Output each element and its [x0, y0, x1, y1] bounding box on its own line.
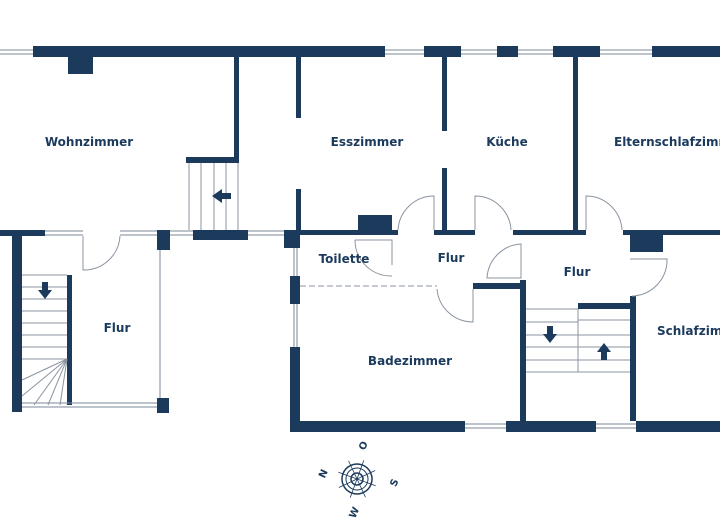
room-label-toilette: Toilette — [318, 252, 370, 266]
compass-icon — [338, 460, 376, 498]
stairs — [21, 163, 630, 406]
stair-arrow-down-icon — [543, 326, 557, 343]
doors — [82, 195, 668, 323]
room-label-flur-mid: Flur — [437, 251, 465, 265]
stair-arrow-down-icon — [38, 282, 52, 299]
room-label-esszimmer: Esszimmer — [330, 135, 404, 149]
room-label-badezimmer: Badezimmer — [367, 354, 453, 368]
room-label-elternschlafzimmer: Elternschlafzimmer — [614, 135, 720, 149]
walls — [0, 46, 720, 432]
stair-arrow-left-icon — [212, 189, 231, 203]
stair-arrow-up-icon — [597, 343, 611, 360]
room-label-schlafzimmer: Schlafzimmer — [657, 324, 720, 338]
room-label-wohnzimmer: Wohnzimmer — [44, 135, 134, 149]
chimney — [68, 57, 93, 74]
windows — [0, 49, 652, 429]
room-label-flur-left: Flur — [103, 321, 131, 335]
room-label-flur-right: Flur — [563, 265, 591, 279]
room-label-kueche: Küche — [486, 135, 528, 149]
